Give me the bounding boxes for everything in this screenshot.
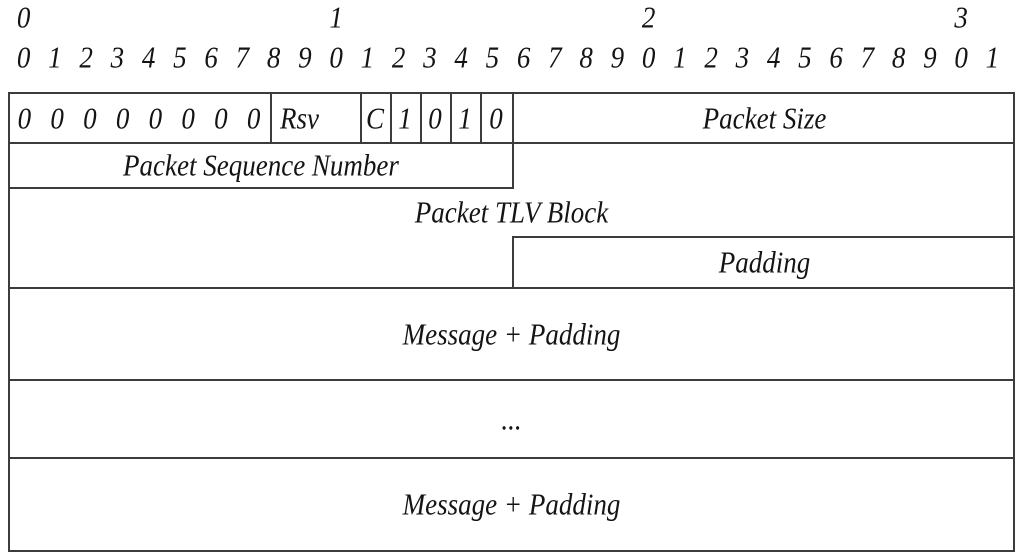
version-bit-divider-1 xyxy=(420,92,422,144)
bit-ruler-tens-row: 0 1 2 3 xyxy=(8,0,1008,34)
version-bit-field-4: 0 xyxy=(480,92,512,144)
version-bit-divider-3 xyxy=(480,92,482,144)
version-bit-label: 1 xyxy=(458,100,472,135)
table-right-border xyxy=(1013,92,1015,552)
version-bit-field-3: 1 xyxy=(450,92,480,144)
bit-ruler-units-digit: 2 xyxy=(391,39,406,74)
zero-bit-digit: 0 xyxy=(83,100,97,135)
ellipsis-label: ... xyxy=(501,401,522,436)
version-bit-field-2: 0 xyxy=(420,92,450,144)
bit-ruler-units-digit: 3 xyxy=(110,39,125,74)
padding-field: Padding xyxy=(514,236,1015,289)
bit-ruler-tens-digit: 2 xyxy=(641,0,656,34)
bit16-lower-divider xyxy=(512,236,514,289)
zeros-rsv-divider xyxy=(270,92,272,144)
zero-bit-digit: 0 xyxy=(17,100,32,135)
c-flag-field: C xyxy=(360,92,390,144)
table-bottom-border xyxy=(8,550,1015,552)
bit-ruler-units-digit: 2 xyxy=(704,39,718,74)
bit-ruler-tens-digit: 1 xyxy=(329,0,343,34)
packet-sequence-number-label: Packet Sequence Number xyxy=(123,147,399,183)
bit-ruler-units-digit: 0 xyxy=(954,39,968,74)
message-row-bottom-border xyxy=(8,379,1015,381)
bit-ruler-units-digit: 4 xyxy=(141,39,156,74)
message-padding-field-2: Message + Padding xyxy=(8,457,1015,552)
padding-label: Padding xyxy=(718,244,811,280)
ellipsis-field: ... xyxy=(8,379,1015,459)
bit-ruler-units-digit: 7 xyxy=(548,39,562,74)
bit-ruler-units-digit: 9 xyxy=(610,39,625,74)
bit-ruler-units-digit: 7 xyxy=(235,39,250,74)
rsv-field: Rsv xyxy=(272,92,360,144)
sequence-number-bottom-border xyxy=(8,187,514,189)
tlv-block-bottom-border xyxy=(8,287,1015,289)
rsv-c-divider xyxy=(360,92,362,144)
bit-ruler-units-digit: 6 xyxy=(204,39,218,74)
version-bit-label: 0 xyxy=(489,100,503,135)
bit-ruler-units-digit: 1 xyxy=(673,39,687,74)
bit-ruler-units-digit: 3 xyxy=(735,39,750,74)
zero-bit-digit: 0 xyxy=(246,100,261,135)
bit-ruler-units-digit: 9 xyxy=(298,39,312,74)
message-padding-label: Message + Padding xyxy=(402,486,621,522)
message-padding-field-1: Message + Padding xyxy=(8,287,1015,381)
packet-size-field: Packet Size xyxy=(514,92,1015,144)
table-top-border xyxy=(8,92,1015,94)
bit-ruler-units-digit: 7 xyxy=(860,39,875,74)
bit-ruler-units-digit: 1 xyxy=(48,39,62,74)
bit-ruler-units-digit: 0 xyxy=(16,39,31,74)
bit-ruler-units-digit: 8 xyxy=(579,39,593,74)
bit-ruler-units-digit: 5 xyxy=(485,39,500,74)
zero-bit-digit: 0 xyxy=(214,100,228,135)
bit-ruler-units-digit: 2 xyxy=(79,39,93,74)
bit-ruler-units-digit: 6 xyxy=(829,39,843,74)
version-bit-divider-2 xyxy=(450,92,452,144)
bit-ruler-units-digit: 9 xyxy=(923,39,937,74)
rsv-label: Rsv xyxy=(280,100,319,135)
bit-ruler-units-digit: 4 xyxy=(454,39,468,74)
bit-ruler-units-digit: 1 xyxy=(985,39,1000,74)
bit-ruler-units-digit: 8 xyxy=(266,39,281,74)
zero-bit-digit: 0 xyxy=(181,100,195,135)
packet-tlv-block-label: Packet TLV Block xyxy=(414,194,609,230)
c-flag-label: C xyxy=(365,100,384,135)
packet-sequence-number-field: Packet Sequence Number xyxy=(8,142,514,189)
bit-ruler-units-digit: 4 xyxy=(766,39,781,74)
row1-bottom-border xyxy=(8,142,1015,144)
ellipsis-row-bottom-border xyxy=(8,457,1015,459)
bit-ruler-units-digit: 6 xyxy=(516,39,531,74)
bit-ruler-units-digit: 5 xyxy=(798,39,812,74)
c-bit-divider xyxy=(390,92,392,144)
bit-ruler-units-digit: 0 xyxy=(641,39,656,74)
padding-top-border xyxy=(512,236,1015,238)
message-padding-label: Message + Padding xyxy=(402,316,621,351)
zero-bit-digit: 0 xyxy=(50,100,64,135)
bit-ruler-tens-digit: 3 xyxy=(954,0,968,34)
packet-size-label: Packet Size xyxy=(702,100,827,135)
bit-ruler-units-digit: 0 xyxy=(329,39,343,74)
packet-tlv-block-field: Packet TLV Block xyxy=(8,187,1015,238)
bit-ruler-units-digit: 3 xyxy=(423,39,437,74)
bit-ruler-units-digit: 8 xyxy=(891,39,906,74)
version-bit-label: 0 xyxy=(428,100,442,135)
zero-bit-digit: 0 xyxy=(148,100,163,135)
table-left-border xyxy=(8,92,10,552)
bit16-upper-divider xyxy=(512,92,514,189)
bit-ruler-units-digit: 5 xyxy=(173,39,187,74)
bit-ruler-tens-digit: 0 xyxy=(16,0,31,34)
version-bit-label: 1 xyxy=(398,100,412,135)
version-bit-field-1: 1 xyxy=(390,92,420,144)
zero-bit-digit: 0 xyxy=(115,100,130,135)
bit-ruler-units-digit: 1 xyxy=(360,39,375,74)
